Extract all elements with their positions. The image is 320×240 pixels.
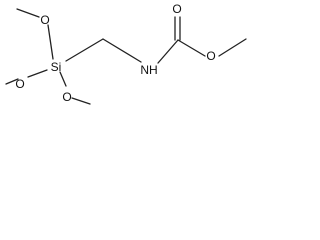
bond-si-o-left <box>27 69 48 78</box>
silicon-label: Si <box>51 60 62 74</box>
bond-si-o-top <box>47 24 54 60</box>
silyl-oxygen-top-label: O <box>40 13 49 27</box>
bond-ch2-n <box>102 38 142 63</box>
bond-si-o-bottom <box>59 71 67 87</box>
bond-o-bottom-methyl <box>71 97 91 105</box>
bond-o-top-methyl <box>16 8 40 18</box>
bond-si-ch2 <box>65 38 104 62</box>
chemical-structure: O O Si O NH O O <box>5 2 247 105</box>
bond-o-left-methyl <box>5 78 19 85</box>
bond-n-carbonyl <box>157 39 179 64</box>
bond-ester-o-methyl <box>218 38 247 57</box>
bond-carbonyl-ester-o <box>177 39 206 57</box>
ester-oxygen-label: O <box>206 49 215 63</box>
silyl-oxygen-left-label: O <box>15 77 24 91</box>
carbonyl-oxygen-label: O <box>172 2 181 16</box>
nitrogen-label: NH <box>140 63 157 77</box>
silyl-oxygen-bottom-label: O <box>62 90 71 104</box>
